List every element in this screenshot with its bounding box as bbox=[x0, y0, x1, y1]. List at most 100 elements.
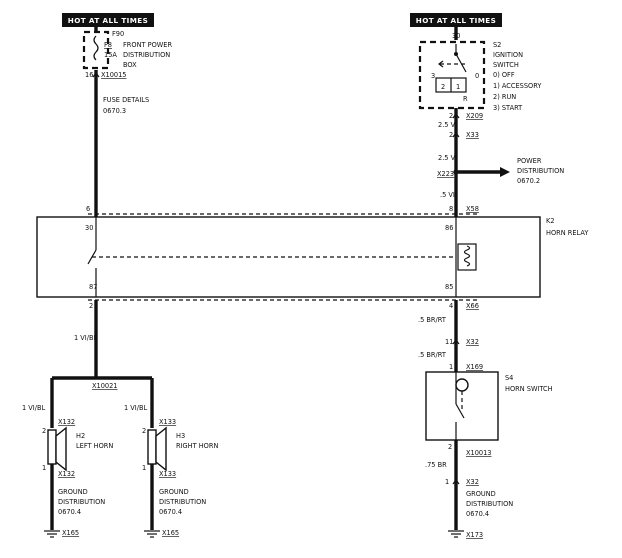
relay-coil bbox=[457, 243, 477, 271]
ignition-name-2: SWITCH bbox=[493, 61, 519, 69]
ground-right-1: GROUND bbox=[159, 488, 189, 496]
right-wire-2: 2.5 VI bbox=[438, 154, 457, 162]
left-horn-conn: X132 bbox=[58, 418, 75, 426]
left-horn-id: H2 bbox=[76, 432, 85, 440]
ign-pos-1: 1) ACCESSORY bbox=[493, 82, 542, 90]
ign-pin-top: 30 bbox=[452, 32, 460, 40]
horn-switch-box bbox=[425, 371, 499, 441]
fuse-id: F90 bbox=[112, 30, 124, 38]
relay-name: HORN RELAY bbox=[546, 229, 589, 237]
fuse-pin: 16 bbox=[85, 71, 93, 79]
fuse-rating: 15A bbox=[104, 51, 117, 59]
x33-label: X33 bbox=[466, 131, 479, 139]
ground-left-2: DISTRIBUTION bbox=[58, 498, 105, 506]
hot-label-left: HOT AT ALL TIMES bbox=[68, 16, 148, 25]
left-horn-pin-bottom: 1 bbox=[42, 464, 46, 472]
fuse-desc-1: FRONT POWER bbox=[123, 41, 172, 49]
fuse-details-ref: 0670.3 bbox=[103, 107, 126, 115]
relay-pin-right-top: 8 bbox=[449, 205, 453, 213]
ground-right-label: X165 bbox=[162, 529, 179, 537]
horn-ground-2: DISTRIBUTION bbox=[466, 500, 513, 508]
connector-arrow-x33 bbox=[452, 132, 460, 138]
connector-arrow-x32 bbox=[452, 339, 460, 345]
relay-conn-top: X58 bbox=[466, 205, 479, 213]
relay-term-85: 85 bbox=[445, 283, 453, 291]
fuse-connector: X10015 bbox=[101, 71, 127, 79]
left-horn-wire: 1 VI/BL bbox=[22, 404, 45, 412]
x32-label: X32 bbox=[466, 338, 479, 346]
relay-coil-winding bbox=[463, 245, 471, 267]
right-horn-pin-bottom: 1 bbox=[142, 464, 146, 472]
ign-contact-2: 2 bbox=[441, 83, 445, 91]
ign-contact-3: 3 bbox=[431, 72, 435, 80]
left-horn-conn-bottom: X132 bbox=[58, 470, 75, 478]
x32-pin: 11 bbox=[445, 338, 453, 346]
relay-pin-right-bottom: 4 bbox=[449, 302, 453, 310]
fuse-details: FUSE DETAILS bbox=[103, 96, 149, 104]
power-dist-3: 0670.2 bbox=[517, 177, 540, 185]
hot-bar-left bbox=[62, 13, 154, 27]
ground-left-label: X165 bbox=[62, 529, 79, 537]
right-horn-id: H3 bbox=[176, 432, 185, 440]
ign-contact-1: 1 bbox=[456, 83, 460, 91]
ground-left-1: GROUND bbox=[58, 488, 88, 496]
horn-switch-conn-bottom: X10013 bbox=[466, 449, 492, 457]
horn-ground-3: 0670.4 bbox=[466, 510, 489, 518]
fuse-desc-2: DISTRIBUTION bbox=[123, 51, 170, 59]
right-wire-1: 2.5 VI bbox=[438, 121, 457, 129]
x33-pin: 2 bbox=[449, 131, 453, 139]
horn-switch-button bbox=[455, 378, 469, 392]
relay-term-87: 87 bbox=[89, 283, 97, 291]
ignition-switch-outline bbox=[418, 40, 486, 110]
ign-switch-arm bbox=[455, 53, 467, 73]
connector-arrow-x32b bbox=[452, 479, 460, 485]
power-dist-2: DISTRIBUTION bbox=[517, 167, 564, 175]
ign-pin-bottom: 2 bbox=[449, 112, 453, 120]
connector-arrow-ign bbox=[452, 113, 460, 119]
relay-box bbox=[36, 216, 541, 298]
left-horn-name: LEFT HORN bbox=[76, 442, 113, 450]
fuse-symbol bbox=[93, 35, 99, 61]
horn-switch-wire-3: .75 BR bbox=[425, 461, 447, 469]
left-horn-body bbox=[47, 429, 57, 465]
right-horn-conn-bottom: X133 bbox=[159, 470, 176, 478]
fuse-box-outline bbox=[82, 30, 110, 70]
x32b-label: X32 bbox=[466, 478, 479, 486]
left-horn-pin-top: 2 bbox=[42, 427, 46, 435]
relay-pin-left-top: 6 bbox=[86, 205, 90, 213]
power-dist-1: POWER bbox=[517, 157, 542, 165]
ground-right-3: 0670.4 bbox=[159, 508, 182, 516]
horn-switch-name: HORN SWITCH bbox=[505, 385, 553, 393]
ign-connector: X209 bbox=[466, 112, 483, 120]
relay-term-86: 86 bbox=[445, 224, 453, 232]
right-wire-3: .5 VI bbox=[440, 191, 455, 199]
right-horn-name: RIGHT HORN bbox=[176, 442, 218, 450]
left-horn-bell bbox=[55, 426, 67, 472]
ground-left-3: 0670.4 bbox=[58, 508, 81, 516]
ign-arrow bbox=[438, 60, 444, 68]
right-horn-bell bbox=[155, 426, 167, 472]
ground-switch-label: X173 bbox=[466, 531, 483, 539]
horn-switch-wire-2: .5 BR/RT bbox=[418, 351, 447, 359]
right-horn-body bbox=[147, 429, 157, 465]
ign-contact-r: R bbox=[463, 95, 468, 103]
horn-wire-main: 1 VI/BL bbox=[74, 334, 97, 342]
ground-right-2: DISTRIBUTION bbox=[159, 498, 206, 506]
ign-pos-0: 0) OFF bbox=[493, 71, 515, 79]
horn-ground-1: GROUND bbox=[466, 490, 496, 498]
ignition-name-1: IGNITION bbox=[493, 51, 523, 59]
hot-bar-right bbox=[410, 13, 502, 27]
relay-pin-left-bottom: 2 bbox=[89, 302, 93, 310]
relay-conn-bottom: X66 bbox=[466, 302, 479, 310]
relay-term-30: 30 bbox=[85, 224, 93, 232]
horn-switch-arm bbox=[455, 403, 465, 419]
ign-contact-0: 0 bbox=[475, 72, 479, 80]
hot-label-right: HOT AT ALL TIMES bbox=[416, 16, 496, 25]
horn-splice: X10021 bbox=[92, 382, 118, 390]
power-dist-arrow bbox=[500, 167, 510, 177]
fuse-ref: F8 bbox=[104, 41, 112, 49]
horn-switch-pin-top: 1 bbox=[449, 363, 453, 371]
right-horn-pin-top: 2 bbox=[142, 427, 146, 435]
ignition-id: S2 bbox=[493, 41, 501, 49]
